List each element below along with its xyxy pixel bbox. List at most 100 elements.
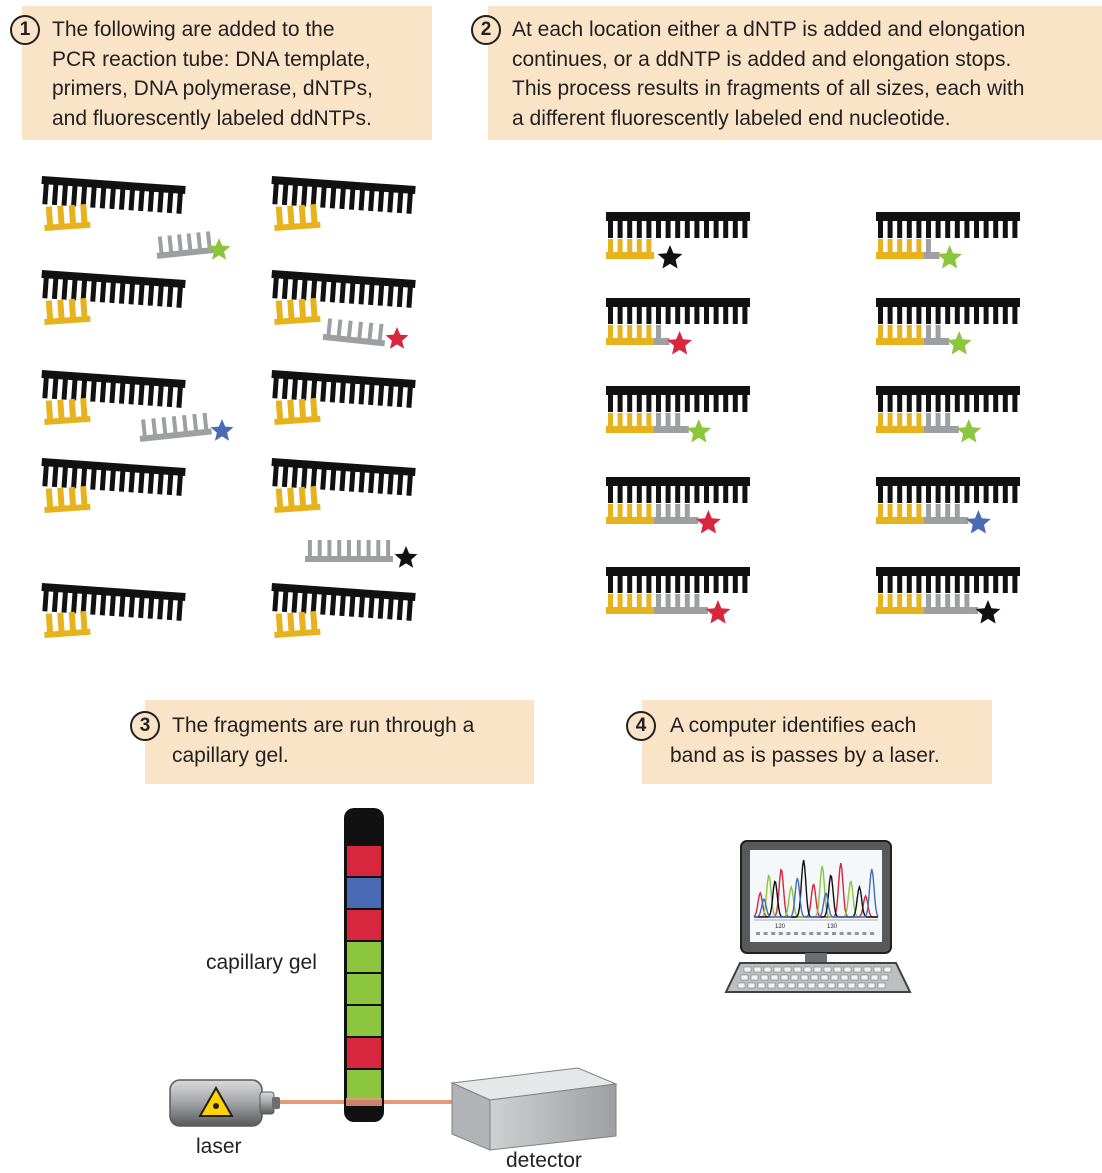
- labeled-ddntp-fragment-backbone: [139, 428, 212, 442]
- template-base: [887, 575, 893, 593]
- terminated-fragment: [606, 567, 750, 614]
- primer-strand-backbone: [44, 503, 91, 513]
- primer-strand-tooth: [57, 299, 65, 319]
- primer-base: [897, 413, 903, 427]
- gel-band: [347, 1070, 381, 1100]
- dna-template-strand-tooth: [166, 285, 174, 308]
- keyboard-key: [827, 982, 836, 989]
- template-base: [713, 306, 719, 324]
- terminated-fragment: [876, 212, 1020, 259]
- chromatogram-base-mark: [771, 932, 776, 935]
- keyboard-key: [767, 982, 776, 989]
- labeled-ddntp-fragment-tooth: [386, 540, 391, 557]
- labeled-ddntp-fragment-tooth: [151, 418, 158, 436]
- dna-template-strand: [41, 582, 186, 621]
- laser-label: laser: [196, 1135, 242, 1158]
- template-base: [945, 575, 951, 593]
- step-1-number: 1: [10, 15, 40, 45]
- primer-base: [617, 325, 623, 339]
- dna-template-strand-tooth: [281, 590, 289, 613]
- template-base: [993, 306, 999, 324]
- template-base: [954, 394, 960, 412]
- template-base: [983, 575, 989, 593]
- primer-backbone: [876, 517, 924, 524]
- primer-backbone: [606, 607, 654, 614]
- dna-template-strand-tooth: [406, 474, 413, 496]
- dna-template-strand-tooth: [396, 191, 404, 214]
- gel-band: [347, 974, 381, 1004]
- dna-template-strand-tooth: [109, 381, 116, 404]
- primer-base: [878, 594, 883, 608]
- dna-template-strand: [271, 270, 416, 308]
- template-base: [656, 394, 661, 412]
- dna-template-strand-tooth: [71, 185, 78, 207]
- template-backbone: [876, 212, 1020, 221]
- primer-backbone: [876, 426, 924, 433]
- dna-template-strand-tooth: [281, 183, 289, 206]
- primer-strand-tooth: [80, 297, 88, 318]
- terminated-fragment: [876, 567, 1020, 614]
- dna-template-strand-tooth: [138, 189, 145, 212]
- terminated-fragment: [876, 386, 1020, 433]
- dna-template-strand-backbone: [41, 582, 186, 602]
- labeled-ddntp-fragment-tooth: [171, 416, 178, 434]
- dna-template-strand-tooth: [51, 377, 59, 400]
- template-base: [656, 485, 661, 503]
- dna-template-strand-tooth: [176, 474, 183, 496]
- template-base: [945, 485, 951, 503]
- extension-backbone: [654, 426, 689, 433]
- extension-base: [935, 413, 941, 427]
- template-base: [935, 220, 941, 238]
- dna-template-strand-tooth: [51, 277, 59, 300]
- primer-strand-tooth: [298, 398, 307, 419]
- primer-strand-tooth: [310, 203, 318, 224]
- template-base: [926, 394, 931, 412]
- dna-template-strand-tooth: [157, 473, 164, 495]
- dna-template-strand-tooth: [147, 384, 155, 406]
- dna-template-strand-tooth: [272, 183, 279, 205]
- labeled-ddntp-fragment-tooth: [377, 323, 384, 342]
- dna-template-strand-tooth: [71, 379, 78, 401]
- dna-template-strand-backbone: [41, 270, 186, 289]
- chromatogram-base-mark: [824, 932, 829, 935]
- dna-template-strand-tooth: [281, 465, 289, 488]
- template-base: [723, 220, 729, 238]
- dna-template-strand-tooth: [348, 382, 356, 404]
- dna-template-strand-tooth: [61, 184, 68, 206]
- primer-strand-tooth: [80, 397, 88, 418]
- ddntp-star-icon: [937, 245, 962, 269]
- template-base: [723, 575, 729, 593]
- template-base: [887, 306, 893, 324]
- primer-base: [646, 594, 652, 608]
- template-base: [732, 220, 738, 238]
- extension-backbone: [924, 517, 969, 524]
- detector-front: [451, 1082, 491, 1151]
- primer-base: [897, 594, 903, 608]
- keyboard-key: [843, 966, 852, 973]
- primer-strand-backbone: [274, 315, 321, 325]
- dna-template-strand-tooth: [339, 594, 346, 617]
- template-base: [713, 394, 719, 412]
- primer-strand-tooth: [310, 485, 318, 506]
- extension-backbone: [924, 338, 950, 345]
- template-base: [723, 394, 729, 412]
- primer-base: [636, 239, 642, 253]
- primer-base: [646, 239, 652, 253]
- terminated-fragment: [876, 298, 1020, 345]
- dna-template-strand-tooth: [368, 189, 375, 212]
- dna-template-strand-tooth: [147, 284, 155, 306]
- laser-device: [169, 1079, 280, 1127]
- dna-template-strand-tooth: [138, 283, 145, 306]
- labeled-ddntp-fragment: [139, 412, 212, 442]
- keyboard-key: [867, 982, 876, 989]
- primer-base: [627, 239, 633, 253]
- dna-template-strand-tooth: [339, 281, 346, 304]
- template-base: [926, 575, 931, 593]
- primer-base: [906, 504, 912, 518]
- dna-template-strand-tooth: [396, 473, 404, 496]
- extension-backbone: [654, 517, 699, 524]
- primer-strand-backbone: [274, 503, 321, 513]
- dna-template-strand: [41, 458, 186, 496]
- chromatogram-base-mark: [816, 932, 821, 935]
